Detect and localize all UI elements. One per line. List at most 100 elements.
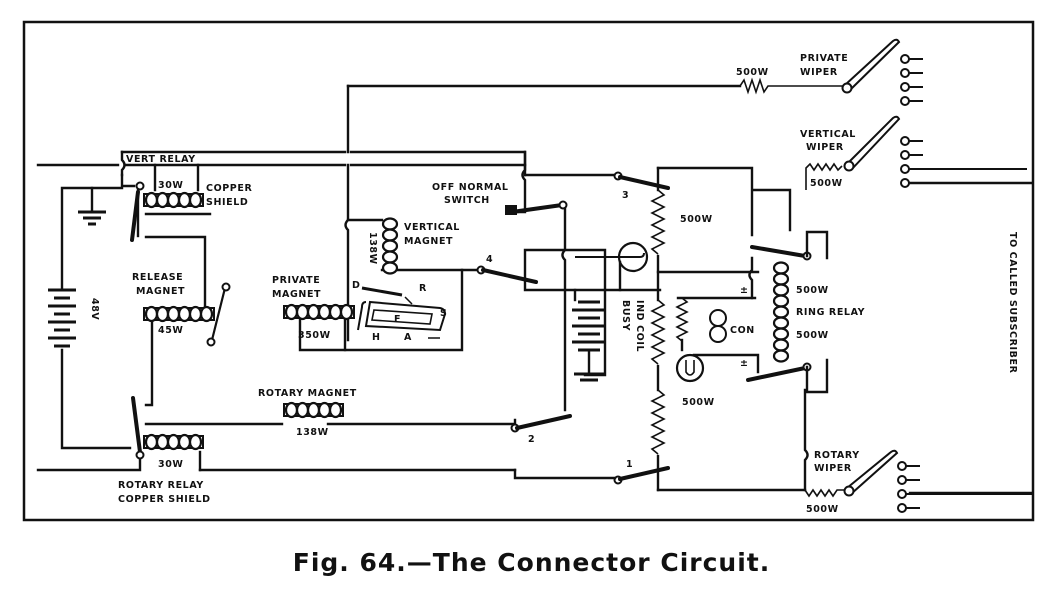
coil-turn (772, 294, 790, 308)
vertical-wiper-label-1: VERTICAL (800, 129, 856, 140)
coil-turn (199, 305, 214, 323)
off-normal-switch: OFF NORMAL SWITCH (432, 182, 568, 215)
condenser-label: CON (730, 325, 755, 336)
coil-turn (177, 305, 192, 323)
ringing-circuit: CON ± ± (675, 285, 760, 383)
coil-turn (295, 401, 310, 419)
rotary-relay-resistance: 30W (158, 459, 184, 470)
coil-turn (772, 327, 790, 341)
bank-contact (900, 82, 910, 92)
mechanism-label-a: A (404, 332, 412, 343)
vertical-wiper-resistance: 500W (810, 178, 843, 189)
coil-turn (381, 217, 399, 231)
release-magnet: RELEASE MAGNET 45W (132, 272, 231, 407)
private-magnet-coil (283, 303, 355, 321)
coil-turn (155, 433, 170, 451)
coil-turn (188, 305, 203, 323)
bank-contact (900, 178, 910, 188)
release-magnet-resistance: 45W (158, 325, 184, 336)
bank-contact (897, 475, 907, 485)
coil-turn (188, 433, 203, 451)
private-wiper-label-2: WIPER (800, 67, 838, 78)
vertical-wiper-bank (900, 136, 1027, 188)
rotary-wiper-label-2: WIPER (814, 463, 852, 474)
contact-4-label: 4 (486, 254, 493, 265)
vertical-wiper: VERTICAL WIPER 500W (800, 115, 901, 190)
contact-1-label: 1 (626, 459, 633, 470)
rotary-magnet-resistance: 138W (296, 427, 329, 438)
ring-relay: 500W RING RELAY 500W (746, 230, 865, 394)
coil-turn (306, 303, 321, 321)
rotary-relay-coil (143, 433, 204, 451)
coil-turn (317, 401, 332, 419)
mechanism-label-h: H (372, 332, 381, 343)
bank-contact (897, 489, 907, 499)
coil-turn (772, 261, 790, 275)
contact-4: 4 (476, 254, 538, 284)
vertical-magnet-label-2: MAGNET (404, 236, 453, 247)
private-wiper-label-1: PRIVATE (800, 53, 848, 64)
vertical-magnet-label-1: VERTICAL (404, 222, 460, 233)
vert-relay-coil (143, 191, 204, 209)
off-normal-label-1: OFF NORMAL (432, 182, 509, 193)
vert-relay-label: VERT RELAY (126, 154, 196, 165)
coil-turn (166, 433, 181, 451)
coil-turn (772, 349, 790, 363)
release-magnet-label-2: MAGNET (136, 286, 185, 297)
coil-lower-resistance: 500W (682, 397, 715, 408)
coil-upper-resistance: 500W (680, 214, 713, 225)
coil-turn (772, 272, 790, 286)
bank-contact (900, 96, 910, 106)
busy-battery (572, 300, 606, 382)
coil-turn (772, 283, 790, 297)
coil-turn (166, 191, 181, 209)
vertical-magnet: VERTICAL MAGNET 138W (367, 222, 460, 265)
ring-relay-label: RING RELAY (796, 307, 865, 318)
vert-relay-resistance: 30W (158, 180, 184, 191)
coil-turn (772, 338, 790, 352)
bank-contact (900, 68, 910, 78)
rotary-wiper-label-1: ROTARY (814, 450, 860, 461)
rotary-magnet-label: ROTARY MAGNET (258, 388, 357, 399)
coil-turn (166, 305, 181, 323)
busy-coil-label-1: BUSY (620, 300, 631, 331)
bank-contact (900, 54, 910, 64)
coil-turn (317, 303, 332, 321)
left-bus-wires (36, 84, 742, 472)
coil-turn (177, 191, 192, 209)
to-called-subscriber-label: TO CALLED SUBSCRIBER (1007, 232, 1018, 374)
coil-turn (144, 191, 159, 209)
rotary-magnet-coil (283, 401, 344, 419)
coil-turn (381, 228, 399, 242)
release-magnet-coil (143, 305, 215, 323)
rotary-relay-label-2: COPPER SHIELD (118, 494, 211, 505)
bank-contact (900, 136, 910, 146)
subscriber-lines: TO CALLED SUBSCRIBER (908, 181, 1034, 495)
rotary-wiper-resistance: 500W (806, 504, 839, 515)
private-magnet-label-1: PRIVATE (272, 275, 320, 286)
rotary-wiper: ROTARY WIPER 500W (803, 388, 899, 515)
copper-shield-label-2: SHIELD (206, 197, 248, 208)
coil-turn (306, 401, 321, 419)
ring-relay-resistance-bottom: 500W (796, 330, 829, 341)
copper-shield-label-1: COPPER (206, 183, 252, 194)
figure-frame (22, 20, 1035, 522)
battery-label: 48V (89, 298, 100, 320)
bank-contact (897, 461, 907, 471)
coil-turn (328, 303, 343, 321)
private-magnet-label-2: MAGNET (272, 289, 321, 300)
figure-caption: Fig. 64.—The Connector Circuit. (292, 548, 771, 577)
plus-minus-top: ± (740, 285, 749, 296)
vertical-wiper-label-2: WIPER (806, 142, 844, 153)
coil-turn (381, 239, 399, 253)
ground-symbol-left (78, 210, 106, 226)
coil-turn (328, 401, 343, 419)
off-normal-label-2: SWITCH (444, 195, 490, 206)
contact-3-label: 3 (622, 190, 629, 201)
coil-turn (284, 401, 299, 419)
generator-symbol (675, 353, 705, 383)
mechanism-label-d: D (352, 280, 361, 291)
rotary-wiper-bank (897, 461, 1032, 513)
ring-relay-resistance-top: 500W (796, 285, 829, 296)
switch-mechanism: D R F S H A (352, 280, 447, 343)
